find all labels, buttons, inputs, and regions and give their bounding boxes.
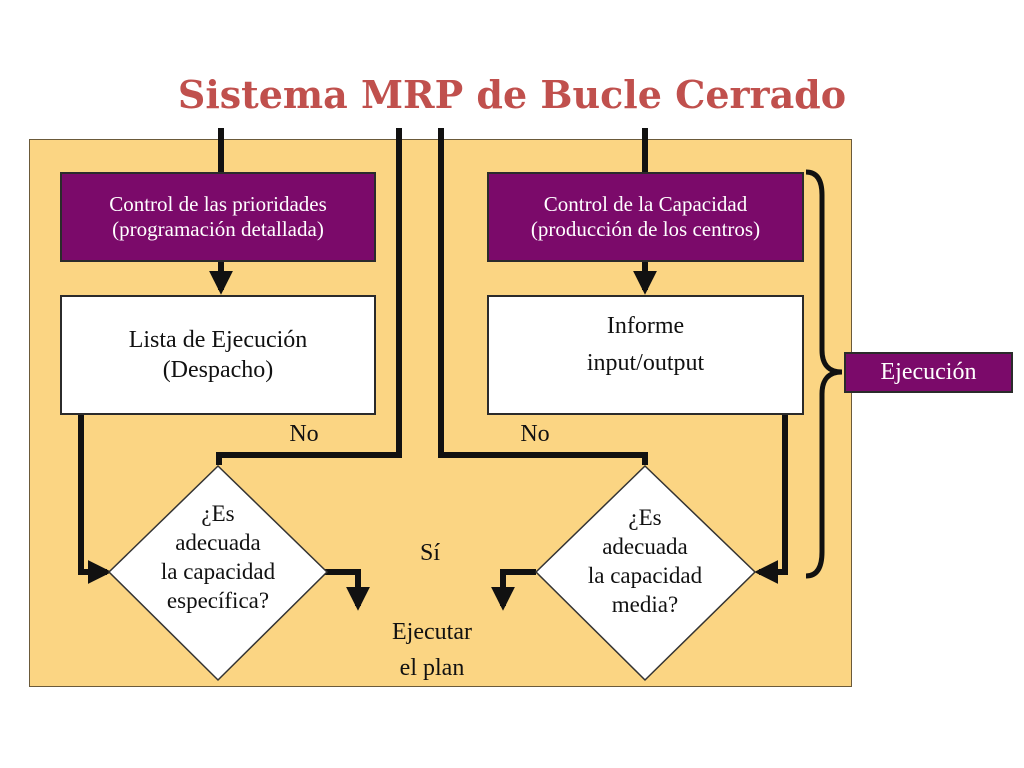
yes-right-to-execute (491, 569, 536, 611)
yes-label: Sí (419, 540, 440, 566)
no-label-left: No (289, 421, 319, 447)
diagram-title: Sistema MRP de Bucle Cerrado (177, 72, 847, 117)
dispatch-list-box: Lista de Ejecución (Despacho) (60, 295, 376, 415)
no-loop-right (438, 128, 648, 465)
decision-diamond-right (534, 464, 757, 682)
io-report-box: Informe input/output (487, 295, 804, 415)
priority-control-box: Control de las prioridades (programación… (60, 172, 376, 262)
decision-average-capacity: ¿Es adecuada la capacidad media? (587, 505, 703, 617)
capacity-control-box: Control de la Capacidad (producción de l… (487, 172, 804, 262)
decision-specific-capacity: ¿Es adecuada la capacidad específica? (160, 501, 276, 613)
arrow-dispatch-to-decision (78, 415, 112, 584)
io-report-label: Informe input/output (586, 313, 705, 376)
execute-plan-label: Ejecutar el plan (392, 619, 472, 681)
dispatch-list-label: Lista de Ejecución (Despacho) (128, 327, 308, 383)
priority-control-label: Control de las prioridades (programación… (109, 192, 327, 241)
no-loop-left (216, 128, 402, 465)
capacity-control-label: Control de la Capacidad (producción de l… (530, 192, 761, 241)
execution-tag: Ejecución (844, 352, 1013, 393)
execution-brace (805, 169, 843, 579)
no-label-right: No (520, 421, 550, 447)
decision-diamond-left (107, 464, 329, 682)
arrow-report-to-decision (754, 415, 788, 584)
yes-left-to-execute (325, 569, 370, 611)
